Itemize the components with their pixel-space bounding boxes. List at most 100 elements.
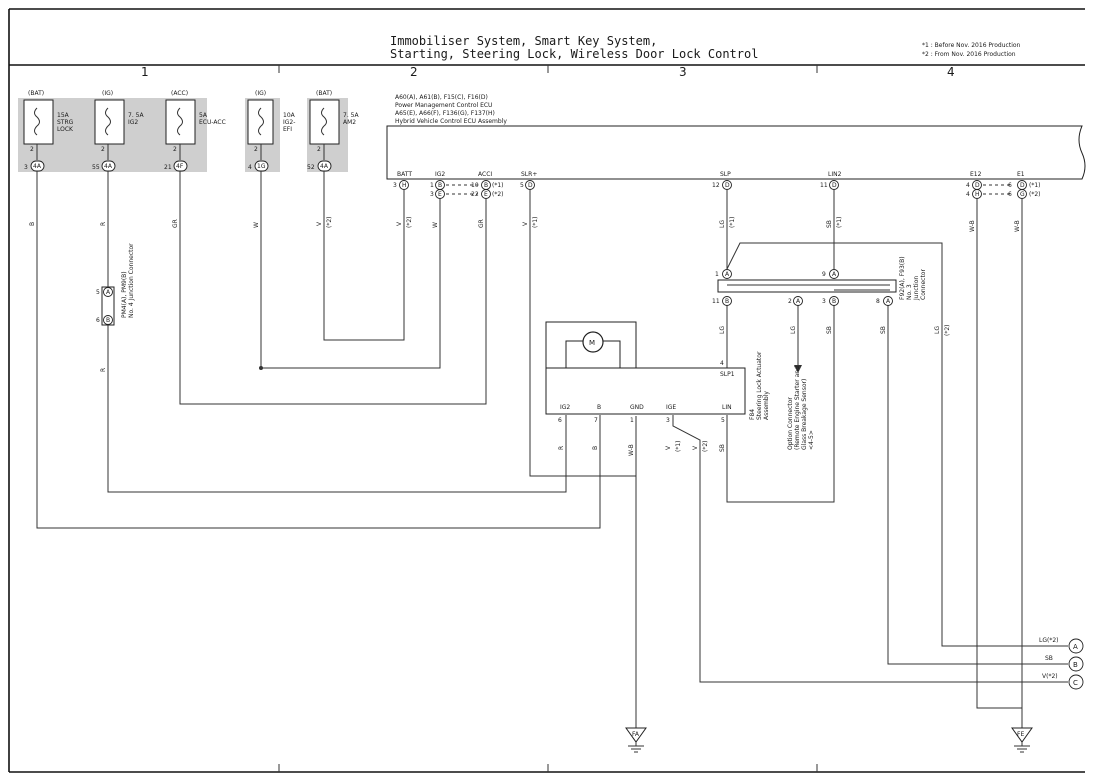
fuse-connector: 4A xyxy=(33,163,42,170)
wire-color-label: SB xyxy=(719,444,726,452)
junction-pin: 3 xyxy=(822,298,826,305)
actuator-terminal: B xyxy=(597,404,601,411)
actuator-terminal: IGE xyxy=(666,404,676,411)
fuse-am2: (BAT) 7. 5A AM2 2 52 4A xyxy=(307,90,359,172)
actuator-pin: 6 xyxy=(558,417,562,424)
ecu-pin-conn: D xyxy=(528,182,533,189)
wire-color-label: LG xyxy=(719,326,726,334)
ecu-pin-conn: E xyxy=(438,191,442,198)
actuator-terminal: LIN xyxy=(722,404,732,411)
fuse-connector: 1G xyxy=(257,163,266,170)
ecu-pin: 1 xyxy=(430,182,434,189)
fuse-supply: (IG) xyxy=(102,90,113,97)
junction-pin: 9 xyxy=(822,271,826,278)
actuator-pin: 1 xyxy=(630,417,634,424)
svg-text:Glass Breakage Sensor): Glass Breakage Sensor) xyxy=(801,379,808,450)
wire-color-label: LG xyxy=(934,326,941,334)
junction-conn: B xyxy=(725,298,729,305)
wire-color-label: (*2) xyxy=(326,217,333,229)
junction-label: PM4(A), PM9(B) xyxy=(121,271,128,318)
ecu-pin-tag: (*2) xyxy=(492,191,504,198)
fuse-name: IG2- xyxy=(283,119,295,126)
zone-4: 4 xyxy=(947,65,955,79)
ecu-pin-conn: G xyxy=(1020,191,1025,198)
fuse-pin: 21 xyxy=(164,164,172,171)
wire-color-label: R xyxy=(558,446,565,450)
wire-color-label: LG xyxy=(719,220,726,228)
ecu-label-2: Power Management Control ECU xyxy=(395,102,492,109)
fuse-name: ECU-ACC xyxy=(199,119,226,126)
actuator-terminal: GND xyxy=(630,404,644,411)
fuse-pin: 52 xyxy=(307,164,315,171)
junction-label-3: Junction xyxy=(913,276,920,301)
fuse-rating: 7. 5A xyxy=(343,112,359,119)
wire-color-label: W-B xyxy=(969,220,976,232)
ground-fa: FA xyxy=(625,727,647,753)
actuator-pin: 3 xyxy=(666,417,670,424)
junction-pin: 1 xyxy=(715,271,719,278)
fuse-supply: (IG) xyxy=(255,90,266,97)
wire-color-label: V xyxy=(522,221,529,226)
junction-conn: B xyxy=(832,298,836,305)
actuator-slp1: SLP1 xyxy=(720,371,735,378)
junction-pin: 2 xyxy=(788,298,792,305)
ecu-pin: 10 xyxy=(471,182,479,189)
fuse-pin: 55 xyxy=(92,164,100,171)
junction-pin: 8 xyxy=(876,298,880,305)
junction-conn: A xyxy=(886,298,891,305)
ecu-pin: 12 xyxy=(712,182,720,189)
ecu-pin: 3 xyxy=(430,191,434,198)
junction-pin: 11 xyxy=(712,298,720,305)
wire-color-label: B xyxy=(29,222,36,226)
wire-color-label: GR xyxy=(478,219,485,228)
ground-label: FE xyxy=(1017,731,1024,738)
motor-icon xyxy=(582,331,604,353)
wire-color-label: W-B xyxy=(628,444,635,456)
terminal-acci: ACCI xyxy=(478,171,492,178)
junction-conn: A xyxy=(725,271,730,278)
ecu-pin-tag: (*1) xyxy=(492,182,504,189)
fuse-name: IG2 xyxy=(128,119,138,126)
svg-text:Option Connector: Option Connector xyxy=(787,397,794,450)
ecu-assembly: A60(A), A61(B), F15(C), F16(D) Power Man… xyxy=(386,94,1086,199)
zone-2: 2 xyxy=(410,65,418,79)
ecu-pin: 6 xyxy=(1008,191,1012,198)
junction-connector-left: 5 A 6 B PM4(A), PM9(B) No. 4 Junction Co… xyxy=(96,243,135,326)
ground-icon xyxy=(625,727,647,743)
arrow-down-icon xyxy=(794,365,802,373)
fuse-pin-in: 2 xyxy=(254,146,258,153)
title-line-1: Immobiliser System, Smart Key System, xyxy=(390,34,657,48)
actuator-label: F84 xyxy=(749,409,756,420)
wire-color-label: (*2) xyxy=(406,217,413,229)
wire-color-label: V xyxy=(665,445,672,450)
junction-conn: A xyxy=(106,289,111,296)
fuse-supply: (ACC) xyxy=(171,90,188,97)
terminal-e1: E1 xyxy=(1017,171,1025,178)
wire-color-label: W xyxy=(432,222,439,228)
actuator-box xyxy=(545,367,746,415)
wire-color-label: B xyxy=(592,446,599,450)
output-b: SB B xyxy=(1045,655,1084,672)
fuse-rating: 5A xyxy=(199,112,208,119)
ecu-pin: 5 xyxy=(520,182,524,189)
junction-conn: A xyxy=(796,298,801,305)
wire-color-label: R xyxy=(100,368,107,372)
junction-label-2: No. 4 Junction Connector xyxy=(128,243,135,318)
wire-color-label: (*2) xyxy=(944,325,951,337)
output-letter: C xyxy=(1073,679,1078,687)
output-c: V(*2) C xyxy=(1042,673,1084,690)
ground-icon xyxy=(1011,727,1033,743)
fuse-icon xyxy=(105,107,111,136)
actuator-label-2: Steering Lock Actuator xyxy=(756,351,763,420)
wire-color-label: SB xyxy=(826,220,833,228)
fuse-rating: 10A xyxy=(283,112,296,119)
fuse-pin: 3 xyxy=(24,164,28,171)
fuse-connector: 4A xyxy=(320,163,329,170)
output-label: V(*2) xyxy=(1042,673,1058,680)
wire-color-label: (*1) xyxy=(836,217,843,229)
ecu-label-1: A60(A), A61(B), F15(C), F16(D) xyxy=(395,94,488,101)
footnote-1: *1 : Before Nov. 2016 Production xyxy=(922,42,1021,49)
actuator-pin: 5 xyxy=(721,417,725,424)
output-letter: A xyxy=(1073,643,1078,651)
